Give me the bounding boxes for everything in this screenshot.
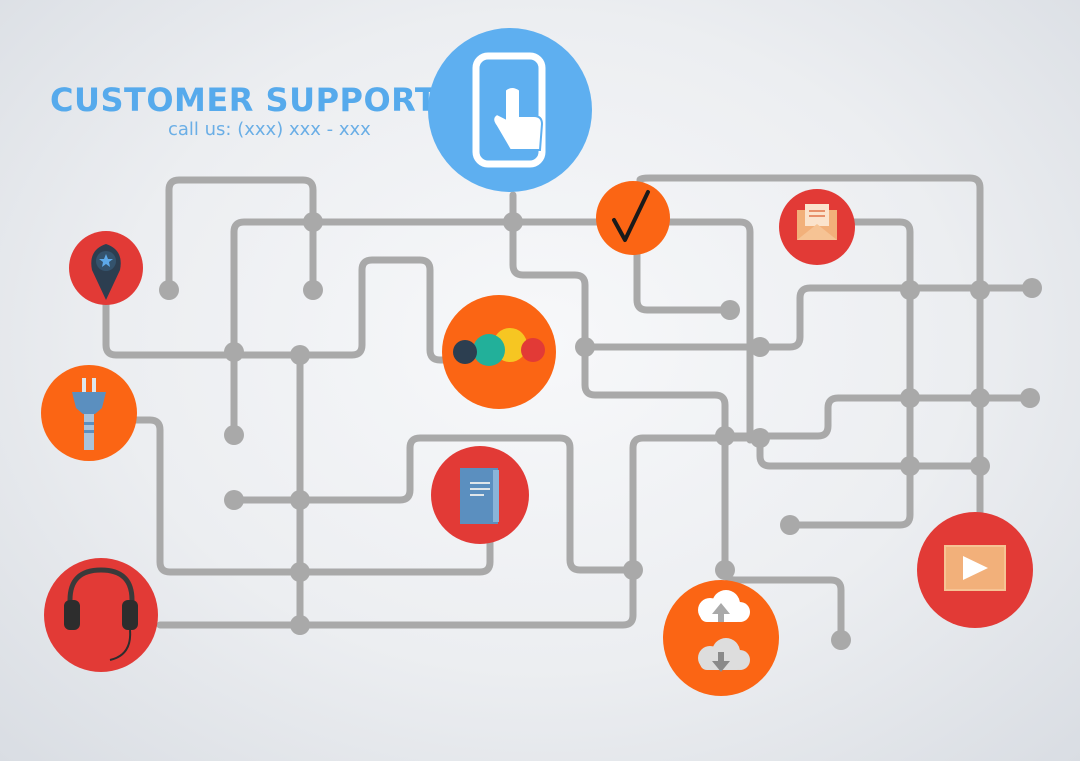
chat-bubbles-icon[interactable]: [442, 295, 556, 409]
location-pin-icon[interactable]: [69, 231, 143, 305]
cloud-upload-download-icon[interactable]: [663, 580, 779, 696]
touch-screen-phone-icon[interactable]: [428, 28, 592, 192]
power-plug-icon[interactable]: [41, 365, 137, 461]
video-play-icon[interactable]: [917, 512, 1033, 628]
checkmark-icon[interactable]: [596, 181, 670, 255]
phone-number: call us: (xxx) xxx - xxx: [168, 119, 371, 140]
headphones-icon[interactable]: [44, 558, 158, 672]
page-title: CUSTOMER SUPPORT: [50, 81, 438, 119]
notebook-icon[interactable]: [431, 446, 529, 544]
connector-lines: [102, 174, 1036, 644]
junction-dots: [159, 212, 1042, 650]
email-envelope-icon[interactable]: [779, 189, 855, 265]
